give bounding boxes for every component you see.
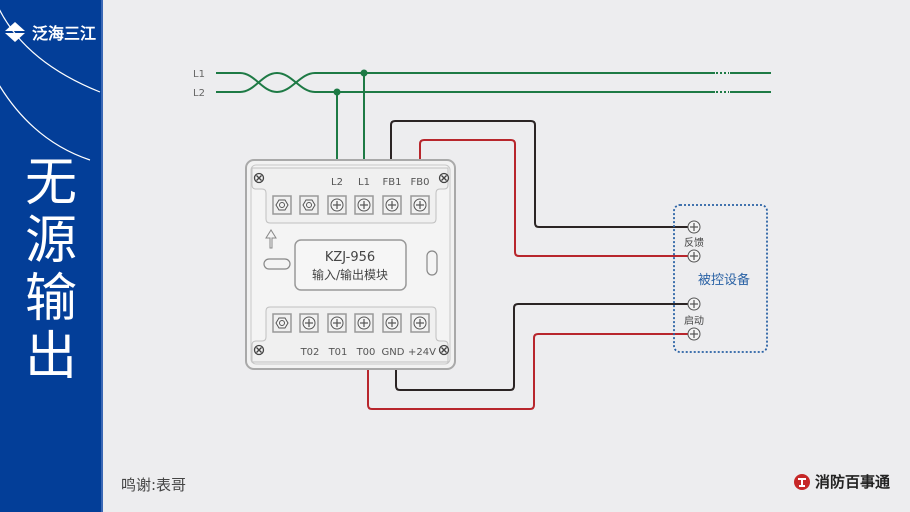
terminal-label-t00: T00 xyxy=(356,347,376,358)
module-name: 输入/输出模块 xyxy=(312,267,388,282)
mounting-screw-icon xyxy=(438,344,450,356)
device-label: 被控设备 xyxy=(698,272,750,288)
led-slot-vertical xyxy=(426,250,438,276)
terminal-screw-icon xyxy=(413,198,427,212)
terminal-label-t01: T01 xyxy=(328,347,348,358)
bus-line-l2 xyxy=(216,71,771,93)
terminal-label-l2: L2 xyxy=(331,177,343,188)
terminal-screw-icon xyxy=(385,198,399,212)
controlled-device: 反馈 被控设备 启动 xyxy=(673,204,768,353)
terminal-screw-icon xyxy=(357,198,371,212)
hex-nut-icon xyxy=(275,199,289,211)
feedback-label: 反馈 xyxy=(684,236,704,249)
wire-fb1-black xyxy=(390,120,694,228)
bottom-terminals xyxy=(272,313,430,333)
brand-logo: 消防百事通 xyxy=(793,471,890,492)
brand-emblem-icon xyxy=(794,473,810,490)
title-char: 出 xyxy=(24,327,77,387)
junction-dot-l2 xyxy=(333,88,341,96)
module-kzj-956: L2 L1 FB1 FB0 KZJ-956 输入/输出模块 xyxy=(245,159,456,370)
brand-name: 消防百事通 xyxy=(815,473,891,491)
hex-nut-icon xyxy=(275,317,289,329)
logo-diamond-icon xyxy=(5,22,25,42)
device-terminal-icon xyxy=(687,297,701,311)
mounting-screw-icon xyxy=(438,172,450,184)
company-name: 泛海三江 xyxy=(32,24,97,43)
led-slot-horizontal xyxy=(263,258,291,270)
module-model: KZJ-956 xyxy=(325,250,375,265)
terminal-screw-icon xyxy=(385,316,399,330)
wire-fb0-red xyxy=(419,139,694,257)
terminal-label-gnd: GND xyxy=(382,347,405,358)
terminal-label-t02: T02 xyxy=(300,347,320,358)
mounting-screw-icon xyxy=(253,344,265,356)
terminal-screw-icon xyxy=(357,316,371,330)
credit-text: 鸣谢:表哥 xyxy=(121,476,187,494)
wire-t00-red xyxy=(367,333,694,410)
terminal-screw-icon xyxy=(330,316,344,330)
bus-drop-wires xyxy=(336,73,365,162)
title-char: 输 xyxy=(24,269,77,329)
terminal-label-l1: L1 xyxy=(358,177,370,188)
sidebar: 泛海三江 无 源 输 出 xyxy=(0,0,103,512)
terminal-screw-icon xyxy=(302,316,316,330)
bus-label-l1: L1 xyxy=(193,69,205,80)
mounting-screw-icon xyxy=(253,172,265,184)
hex-nut-icon xyxy=(302,199,316,211)
device-terminal-icon xyxy=(687,249,701,263)
device-terminal-icon xyxy=(687,327,701,341)
bus-line-l1 xyxy=(216,72,771,94)
title-char: 无 xyxy=(24,153,77,213)
terminal-screw-icon xyxy=(413,316,427,330)
junction-dot-l1 xyxy=(360,69,368,77)
bus-label-l2: L2 xyxy=(193,88,205,99)
title-char: 源 xyxy=(24,211,77,271)
module-label-plate xyxy=(294,239,407,291)
terminal-screw-icon xyxy=(330,198,344,212)
device-terminal-icon xyxy=(687,220,701,234)
terminal-label-24v: +24V xyxy=(408,347,436,358)
device-boundary xyxy=(673,204,768,353)
page-title: 无 源 输 出 xyxy=(20,154,82,386)
start-label: 启动 xyxy=(684,314,704,327)
wire-gnd-black xyxy=(395,303,694,391)
terminal-label-fb0: FB0 xyxy=(411,177,430,188)
terminal-label-fb1: FB1 xyxy=(383,177,402,188)
up-arrow-icon xyxy=(265,229,277,249)
top-terminals xyxy=(272,195,430,215)
company-logo: 泛海三江 xyxy=(4,20,96,44)
sidebar-decor-arcs xyxy=(0,9,101,161)
